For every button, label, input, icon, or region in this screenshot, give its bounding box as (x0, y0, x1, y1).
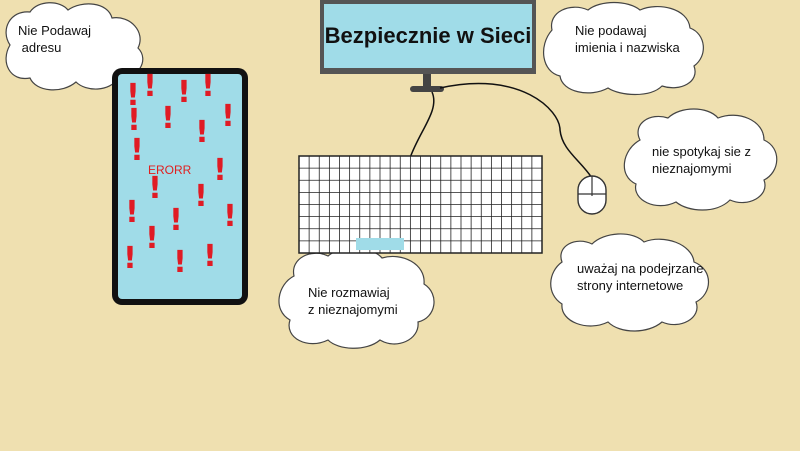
cloud-text-meet: nie spotykaj sie z nieznajomymi (652, 144, 751, 176)
monitor (320, 0, 536, 92)
cloud-meet (623, 108, 778, 211)
exclamation-mark: ! (127, 103, 141, 138)
cloud-name (543, 1, 704, 96)
cloud-sites (550, 233, 710, 332)
exclamation-mark: ! (125, 195, 139, 230)
mouse-cable (439, 82, 593, 179)
exclamation-mark: ! (201, 69, 215, 104)
exclamation-mark: ! (223, 199, 237, 234)
phone-error-label: ERORR (148, 163, 192, 177)
monitor-title: Bezpiecznie w Sieci (324, 23, 532, 48)
exclamation-mark: ! (195, 115, 209, 150)
cloud-text-address: Nie Podawaj adresu (18, 23, 91, 55)
cloud-address (5, 2, 144, 91)
exclamation-mark: ! (194, 179, 208, 214)
exclamation-mark: ! (213, 153, 227, 188)
cloud-text-name: Nie podawaj imienia i nazwiska (575, 23, 680, 55)
phone (112, 68, 248, 305)
keyboard (298, 155, 543, 254)
exclamation-mark: ! (221, 99, 235, 134)
exclamation-mark: ! (145, 221, 159, 256)
keyboard-cable (409, 91, 435, 159)
exclamation-mark: ! (169, 203, 183, 238)
exclamation-mark: ! (161, 101, 175, 136)
exclamation-mark: ! (130, 133, 144, 168)
exclamation-mark: ! (123, 241, 137, 276)
cloud-text-talk: Nie rozmawiaj z nieznajomymi (308, 285, 398, 317)
exclamation-mark: ! (203, 239, 217, 274)
exclamation-mark: ! (143, 69, 157, 104)
exclamation-mark: ! (173, 245, 187, 280)
exclamation-mark: ! (126, 78, 140, 113)
exclamation-mark: ! (148, 171, 162, 206)
cloud-text-sites: uważaj na podejrzane strony internetowe (577, 261, 704, 293)
exclamation-mark: ! (177, 75, 191, 110)
mouse (577, 175, 607, 215)
exclamation-marks: !!!!!!!!!!!!!!!!!!! (123, 69, 237, 280)
